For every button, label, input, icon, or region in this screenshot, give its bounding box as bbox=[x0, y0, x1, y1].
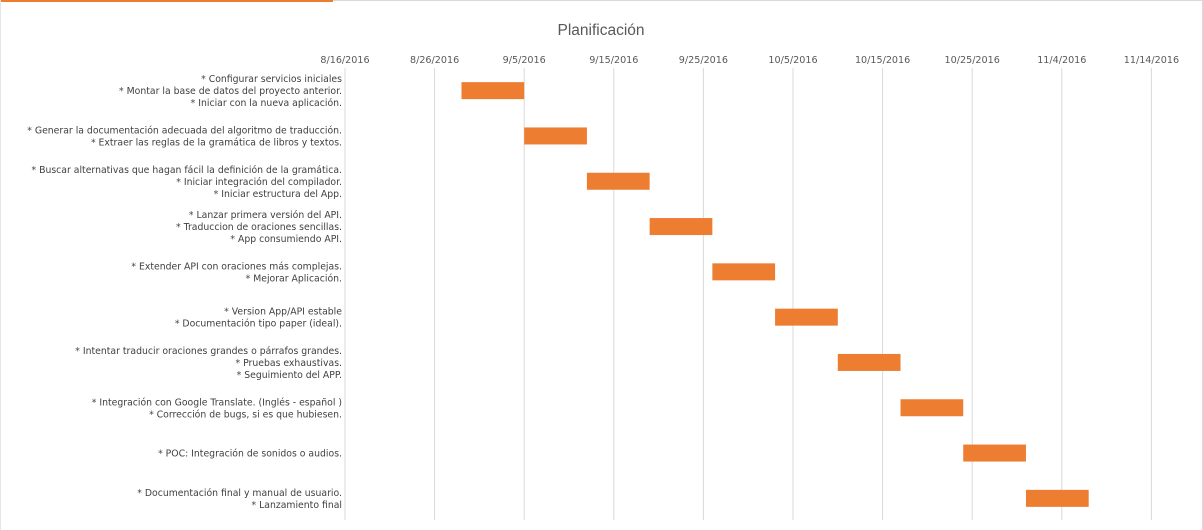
category-label-line: * POC: Integración de sonidos o audios. bbox=[158, 449, 342, 460]
category-label-line: * Lanzamiento final bbox=[251, 500, 342, 511]
category-label-line: * Generar la documentación adecuada del … bbox=[27, 125, 342, 136]
category-label-line: * Version App/API estable bbox=[224, 307, 342, 318]
gridlines bbox=[344, 68, 1152, 520]
category-label-line: * Corrección de bugs, si es que hubiesen… bbox=[149, 409, 342, 420]
category-label-line: * Lanzar primera versión del API. bbox=[189, 210, 342, 221]
chart-title: Planificación bbox=[557, 22, 644, 39]
gantt-bar bbox=[900, 399, 964, 417]
x-tick-label: 11/14/2016 bbox=[1124, 55, 1179, 66]
category-label-line: * Extraer las reglas de la gramática de … bbox=[91, 137, 342, 148]
category-label-line: * Integración con Google Translate. (Ing… bbox=[92, 397, 342, 408]
gantt-bar bbox=[837, 353, 901, 371]
category-label-line: * Intentar traducir oraciones grandes o … bbox=[75, 346, 342, 357]
bars bbox=[461, 82, 1089, 507]
chart-frame-left bbox=[0, 0, 1, 530]
accent-strip bbox=[0, 0, 333, 2]
x-tick-label: 10/5/2016 bbox=[768, 55, 817, 66]
gantt-bar bbox=[649, 218, 713, 236]
category-label: * Documentación final y manual de usuari… bbox=[137, 488, 342, 511]
category-label: * Configurar servicios iniciales* Montar… bbox=[119, 74, 342, 109]
category-label-line: * App consumiendo API. bbox=[230, 234, 342, 245]
category-label: * POC: Integración de sonidos o audios. bbox=[158, 449, 342, 460]
category-label: * Generar la documentación adecuada del … bbox=[27, 125, 342, 148]
category-label-line: * Documentación tipo paper (ideal). bbox=[175, 319, 342, 330]
x-axis-tick-labels: 8/16/2016 8/26/2016 9/5/2016 9/15/2016 9/25/… bbox=[320, 55, 1179, 66]
x-tick-label: 9/25/2016 bbox=[679, 55, 728, 66]
x-tick-label: 10/15/2016 bbox=[855, 55, 910, 66]
category-label-line: * Mejorar Aplicación. bbox=[246, 273, 342, 284]
category-label-line: * Iniciar integración del compilador. bbox=[176, 177, 342, 188]
category-label-line: * Documentación final y manual de usuari… bbox=[137, 488, 342, 499]
category-label-line: * Pruebas exhaustivas. bbox=[236, 358, 343, 369]
x-tick-label: 10/25/2016 bbox=[945, 55, 1000, 66]
gantt-bar bbox=[775, 308, 838, 326]
gantt-bar bbox=[712, 263, 776, 281]
gantt-bar bbox=[963, 444, 1026, 462]
gantt-bar bbox=[586, 172, 650, 190]
category-label: * Lanzar primera versión del API.* Tradu… bbox=[176, 210, 342, 245]
x-tick-label: 9/5/2016 bbox=[503, 55, 546, 66]
category-label: * Intentar traducir oraciones grandes o … bbox=[75, 346, 342, 381]
x-tick-label: 8/16/2016 bbox=[320, 55, 369, 66]
category-label: * Version App/API estable* Documentación… bbox=[175, 307, 342, 330]
chart-frame-top bbox=[0, 0, 1203, 1]
category-labels: * Configurar servicios iniciales* Montar… bbox=[27, 74, 342, 511]
category-label: * Integración con Google Translate. (Ing… bbox=[92, 397, 342, 420]
gantt-bar bbox=[1025, 489, 1089, 507]
x-tick-label: 11/4/2016 bbox=[1037, 55, 1086, 66]
category-label-line: * Buscar alternativas que hagan fácil la… bbox=[31, 165, 342, 176]
category-label-line: * Iniciar con la nueva aplicación. bbox=[191, 98, 342, 109]
category-label-line: * Configurar servicios iniciales bbox=[201, 74, 342, 85]
x-tick-label: 9/15/2016 bbox=[589, 55, 638, 66]
category-label-line: * Traduccion de oraciones sencillas. bbox=[176, 222, 342, 233]
category-label: * Buscar alternativas que hagan fácil la… bbox=[31, 165, 342, 200]
category-label: * Extender API con oraciones más complej… bbox=[131, 261, 342, 284]
gantt-bar bbox=[461, 82, 525, 100]
category-label-line: * Extender API con oraciones más complej… bbox=[131, 261, 342, 272]
gantt-bar bbox=[524, 127, 587, 145]
category-label-line: * Seguimiento del APP. bbox=[237, 370, 342, 381]
category-label-line: * Montar la base de datos del proyecto a… bbox=[119, 86, 342, 97]
category-label-line: * Iniciar estructura del App. bbox=[214, 189, 342, 200]
x-tick-label: 8/26/2016 bbox=[410, 55, 459, 66]
